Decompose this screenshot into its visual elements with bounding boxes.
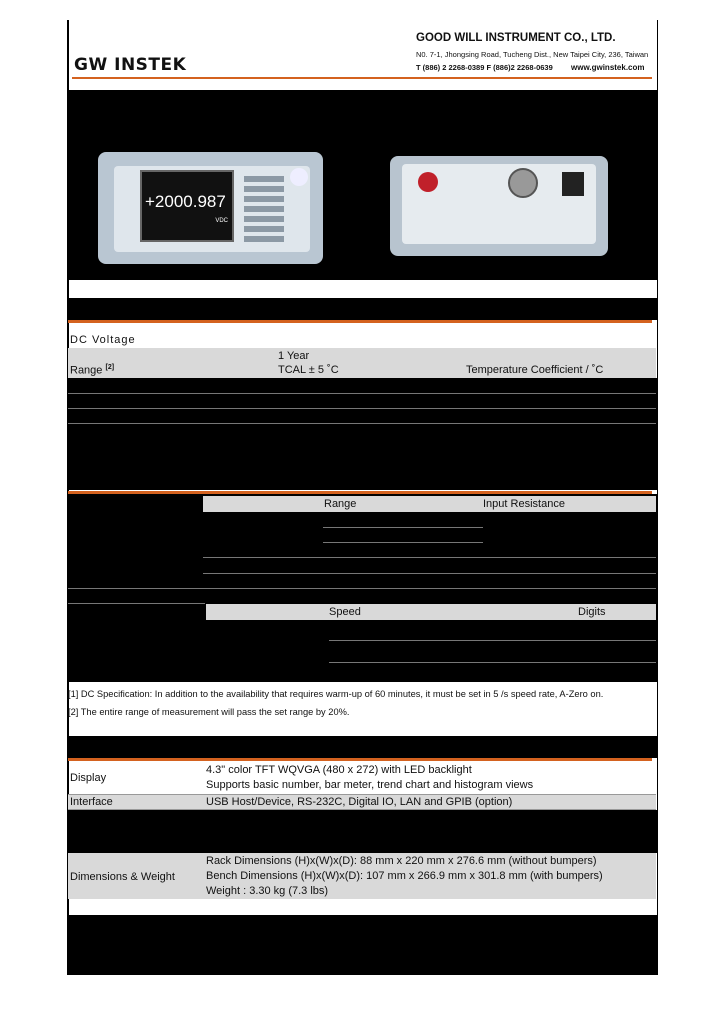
product-banner: +2000.987 VDC	[68, 90, 658, 280]
dimensions-row	[68, 853, 656, 899]
display-label: Display	[70, 772, 107, 784]
company-website: www.gwinstek.com	[571, 63, 645, 72]
row-divider	[68, 588, 656, 589]
display-unit: VDC	[215, 218, 228, 224]
display-line-1: 4.3" color TFT WQVGA (480 x 272) with LE…	[206, 764, 472, 776]
col-range-label: Range	[70, 364, 103, 377]
footnote-2: [2] The entire range of measurement will…	[68, 707, 350, 717]
rear-panel-image	[390, 156, 608, 256]
dimensions-line-2: Bench Dimensions (H)x(W)x(D): 107 mm x 2…	[206, 870, 603, 882]
col-range: Range [2]	[70, 364, 114, 377]
interface-label: Interface	[70, 796, 113, 808]
section-header-band	[68, 298, 658, 320]
company-name: GOOD WILL INSTRUMENT CO., LTD.	[416, 32, 616, 44]
dc-voltage-title: DC Voltage	[70, 334, 136, 346]
terminal-icon	[418, 172, 438, 192]
fan-icon	[508, 168, 538, 198]
row-divider	[323, 542, 483, 543]
interface-value: USB Host/Device, RS-232C, Digital IO, LA…	[206, 796, 513, 808]
weight-line: Weight : 3.30 kg (7.3 lbs)	[206, 885, 329, 897]
display-reading: +2000.987	[145, 192, 226, 211]
company-phone: T (886) 2 2268-0389 F (886)2 2268-0639	[416, 63, 553, 72]
display-line-2: Supports basic number, bar meter, trend …	[206, 779, 534, 791]
dimensions-label: Dimensions & Weight	[70, 871, 175, 883]
gwinstek-logo: GW INSTEK	[74, 55, 187, 75]
row-divider	[68, 408, 656, 409]
front-panel-image: +2000.987 VDC	[98, 152, 323, 264]
row-divider	[329, 662, 656, 663]
row-divider	[323, 527, 483, 528]
col-speed: Speed	[329, 606, 361, 618]
footer-band	[68, 915, 658, 975]
keypad	[244, 172, 284, 242]
col-temperature-coefficient: Temperature Coefficient / ˚C	[466, 364, 604, 376]
col-digits: Digits	[578, 606, 606, 618]
row-divider	[203, 557, 656, 558]
row-divider	[68, 393, 656, 394]
row-divider	[329, 640, 656, 641]
row-divider	[68, 603, 205, 604]
dimensions-line-1: Rack Dimensions (H)x(W)x(D): 88 mm x 220…	[206, 855, 597, 867]
header-divider	[72, 77, 652, 79]
range-footnote-ref: [2]	[105, 364, 115, 371]
input-table-header	[203, 496, 656, 512]
power-socket-icon	[562, 172, 584, 196]
interface-row	[68, 794, 656, 810]
row-divider	[203, 573, 656, 574]
section-divider	[68, 320, 652, 323]
col-year: 1 Year	[278, 350, 310, 362]
col-input-resistance: Input Resistance	[483, 498, 565, 510]
row-divider	[68, 423, 656, 424]
footnote-1: [1] DC Specification: In addition to the…	[68, 689, 604, 699]
redacted-rows	[68, 810, 658, 853]
rotary-knob-icon	[290, 168, 308, 186]
col-input-range: Range	[324, 498, 357, 510]
section-header-band	[68, 736, 658, 758]
dc-voltage-table-header	[68, 348, 656, 378]
company-address: N0. 7-1, Jhongsing Road, Tucheng Dist., …	[416, 50, 649, 59]
speed-table-header	[206, 604, 656, 620]
dc-voltage-table-body	[68, 378, 658, 490]
section-divider	[68, 758, 652, 761]
col-tcal: TCAL ± 5 ˚C	[278, 364, 339, 376]
section-divider	[68, 491, 652, 494]
meter-screen: +2000.987 VDC	[140, 170, 234, 242]
